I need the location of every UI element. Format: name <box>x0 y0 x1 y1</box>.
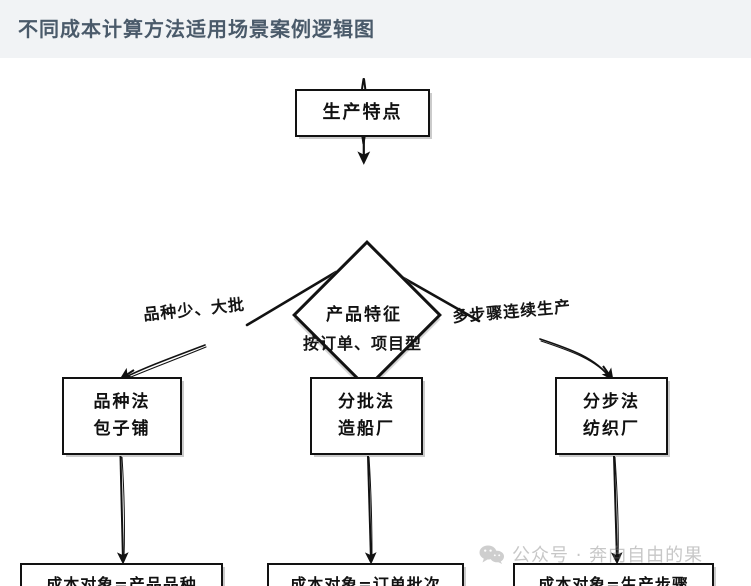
page-title: 不同成本计算方法适用场景案例逻辑图 <box>18 17 375 41</box>
node-method-step[interactable]: 分步法 纺织厂 <box>555 377 668 455</box>
node-method-variety-line2: 包子铺 <box>93 419 151 439</box>
node-cost-object-product-label: 成本对象=产品品种 <box>46 575 197 586</box>
node-method-variety[interactable]: 品种法 包子铺 <box>62 377 182 455</box>
node-start-label: 生产特点 <box>322 102 403 123</box>
node-method-batch-line2: 造船厂 <box>338 419 395 439</box>
diagram-canvas: 生产特点 产品特征 品种少、大批 按订单、项目型 多步骤连续生产 品种法 包子铺… <box>0 58 751 586</box>
node-start[interactable]: 生产特点 <box>295 89 430 137</box>
edge-layer <box>116 78 623 565</box>
edge-method-3-to-object-3 <box>610 455 623 565</box>
node-cost-object-order[interactable]: 成本对象=订单批次 <box>267 563 464 586</box>
edge-method-1-to-object-1 <box>116 455 129 565</box>
node-method-batch[interactable]: 分批法 造船厂 <box>310 377 423 455</box>
edge-label-by-order-project: 按订单、项目型 <box>303 334 423 353</box>
edge-method-2-to-object-2 <box>364 455 377 565</box>
node-cost-object-order-label: 成本对象=订单批次 <box>290 575 441 586</box>
node-cost-object-step[interactable]: 成本对象=生产步骤 <box>513 563 714 586</box>
edge-decision-to-method-1 <box>119 270 338 381</box>
node-method-step-line1: 分步法 <box>583 392 640 412</box>
node-decision[interactable]: 产品特征 <box>292 240 442 390</box>
node-method-variety-line1: 品种法 <box>93 392 151 412</box>
node-cost-object-step-label: 成本对象=生产步骤 <box>538 575 689 586</box>
node-decision-label: 产品特征 <box>326 304 402 325</box>
node-cost-object-product[interactable]: 成本对象=产品品种 <box>20 563 223 586</box>
node-method-step-line2: 纺织厂 <box>583 419 640 439</box>
header-band: 不同成本计算方法适用场景案例逻辑图 <box>0 0 751 58</box>
node-method-batch-line1: 分批法 <box>338 392 395 412</box>
